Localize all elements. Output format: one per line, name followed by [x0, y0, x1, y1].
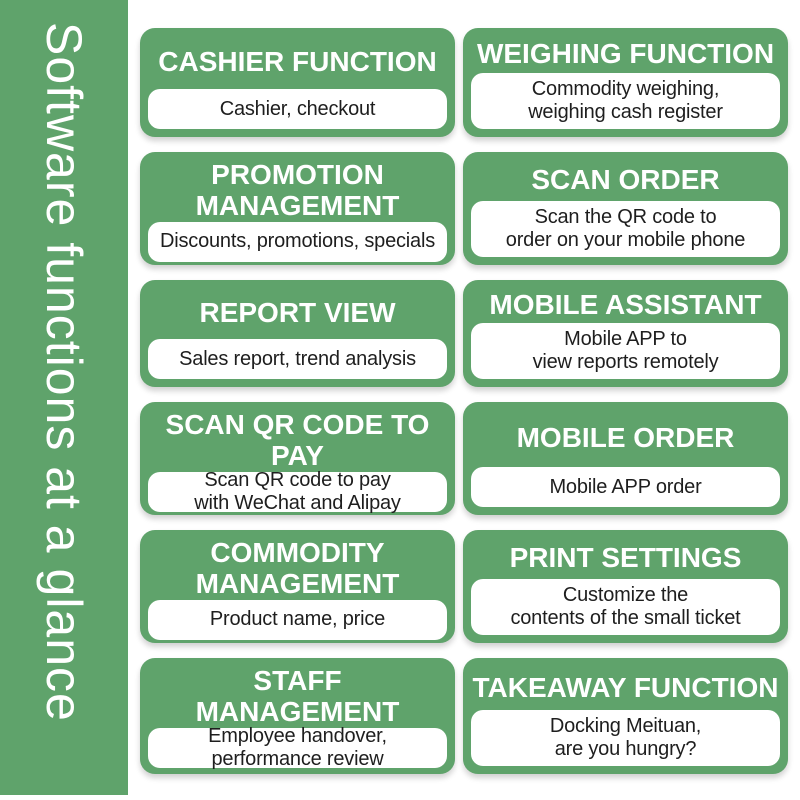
- feature-card-description: Employee handover, performance review: [148, 725, 447, 770]
- card-mobile-order: MOBILE ORDER Mobile APP order: [463, 402, 788, 515]
- feature-card-description: Product name, price: [148, 599, 447, 640]
- feature-card-description: Cashier, checkout: [148, 89, 447, 129]
- feature-card-description: Mobile APP order: [471, 467, 780, 507]
- feature-card-title: STAFF MANAGEMENT: [195, 665, 400, 728]
- feature-card-description: Discounts, promotions, specials: [148, 221, 447, 262]
- feature-card-title: PROMOTION MANAGEMENT: [195, 159, 400, 222]
- feature-card-description: Docking Meituan, are you hungry?: [471, 710, 780, 766]
- card-scan-qr-code-to-pay: SCAN QR CODE TO PAY Scan QR code to pay …: [140, 402, 455, 515]
- card-print-settings: PRINT SETTINGS Customize the contents of…: [463, 530, 788, 643]
- page-title: Software functions at a glance: [36, 22, 92, 722]
- feature-card-description: Scan QR code to pay with WeChat and Alip…: [148, 469, 447, 514]
- feature-card-grid: CASHIER FUNCTION Cashier, checkout WEIGH…: [140, 28, 788, 774]
- feature-card-title: COMMODITY MANAGEMENT: [195, 537, 400, 600]
- card-scan-order: SCAN ORDER Scan the QR code to order on …: [463, 152, 788, 265]
- sidebar-banner: Software functions at a glance: [0, 0, 128, 795]
- feature-card-title: SCAN ORDER: [531, 164, 720, 196]
- feature-card-description: Commodity weighing, weighing cash regist…: [471, 73, 780, 129]
- card-staff-management: STAFF MANAGEMENT Employee handover, perf…: [140, 658, 455, 774]
- feature-card-description: Customize the contents of the small tick…: [471, 579, 780, 635]
- feature-card-title: WEIGHING FUNCTION: [476, 38, 775, 70]
- feature-card-title: MOBILE ORDER: [516, 422, 735, 454]
- card-takeaway-function: TAKEAWAY FUNCTION Docking Meituan, are y…: [463, 658, 788, 774]
- card-mobile-assistant: MOBILE ASSISTANT Mobile APP to view repo…: [463, 280, 788, 387]
- feature-card-description: Scan the QR code to order on your mobile…: [471, 201, 780, 257]
- feature-card-title: CASHIER FUNCTION: [158, 46, 437, 78]
- feature-card-title: PRINT SETTINGS: [509, 542, 742, 574]
- feature-card-description: Mobile APP to view reports remotely: [471, 323, 780, 379]
- feature-card-title: TAKEAWAY FUNCTION: [472, 671, 779, 703]
- card-weighing-function: WEIGHING FUNCTION Commodity weighing, we…: [463, 28, 788, 137]
- card-commodity-management: COMMODITY MANAGEMENT Product name, price: [140, 530, 455, 643]
- card-report-view: REPORT VIEW Sales report, trend analysis: [140, 280, 455, 387]
- feature-card-title: MOBILE ASSISTANT: [489, 289, 762, 321]
- card-promotion-management: PROMOTION MANAGEMENT Discounts, promotio…: [140, 152, 455, 265]
- feature-card-title: SCAN QR CODE TO PAY: [165, 409, 430, 472]
- card-cashier-function: CASHIER FUNCTION Cashier, checkout: [140, 28, 455, 137]
- feature-card-description: Sales report, trend analysis: [148, 339, 447, 379]
- feature-card-title: REPORT VIEW: [199, 297, 396, 329]
